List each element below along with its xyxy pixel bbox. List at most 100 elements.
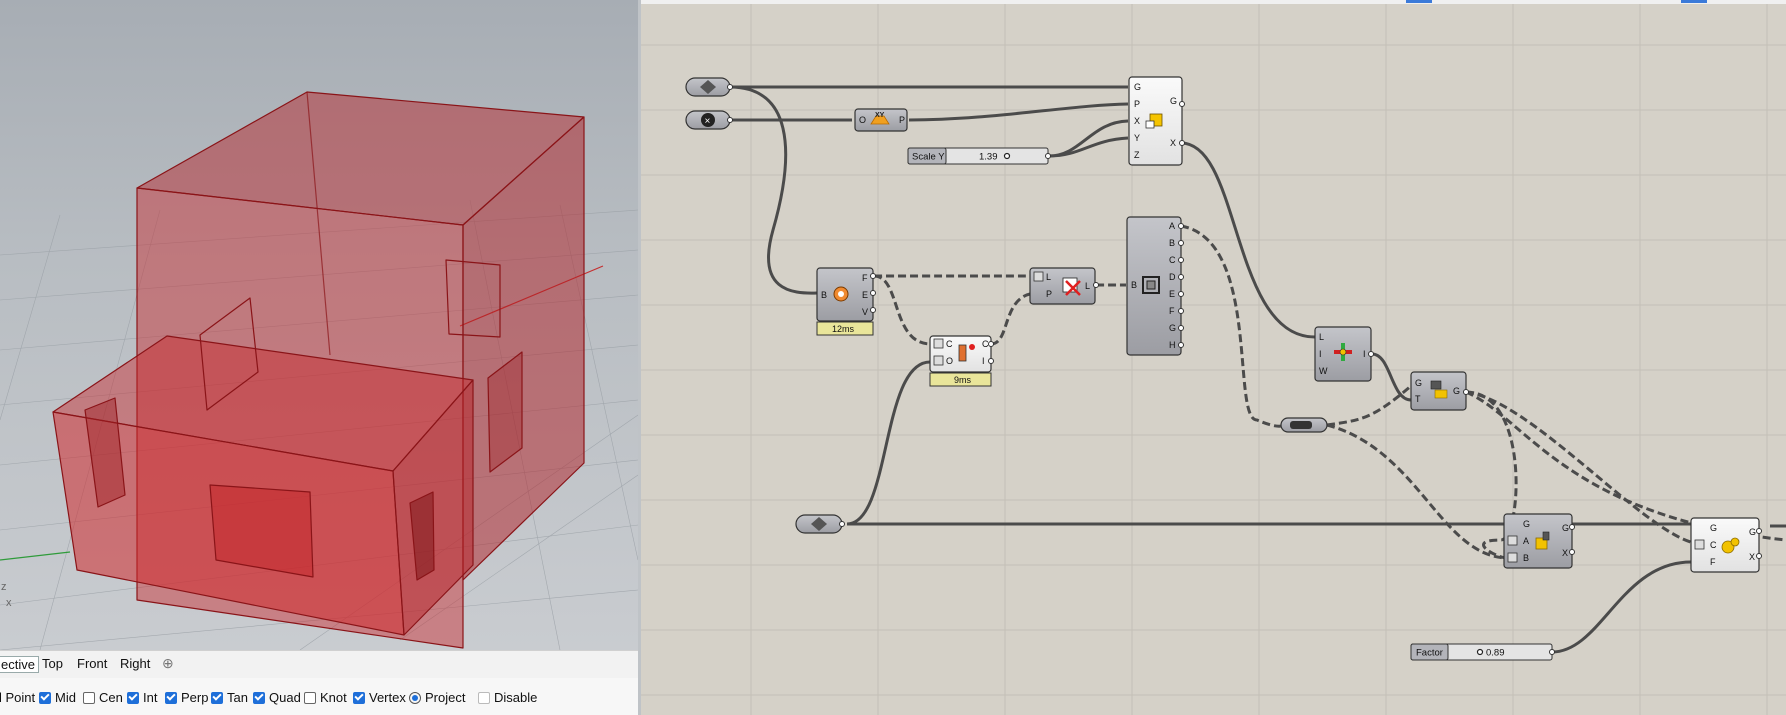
node-move[interactable]: L I W I (1314, 326, 1372, 382)
canvas-scroll-marker (1681, 0, 1707, 3)
svg-text:G: G (1562, 523, 1569, 533)
panel-divider[interactable] (638, 0, 641, 715)
checkbox-icon[interactable] (127, 691, 139, 704)
wires (729, 85, 1786, 654)
param-point-origin[interactable]: × (685, 110, 731, 130)
slider-knob-icon[interactable] (1476, 648, 1484, 656)
node-scale-nu[interactable]: G P X Y Z G X (1128, 76, 1183, 166)
svg-text:I: I (1363, 349, 1366, 359)
canvas-top-edge (641, 0, 1786, 4)
checkbox-icon[interactable] (478, 691, 490, 704)
viewport-scene: z x (0, 91, 638, 650)
snap-quad[interactable]: Quad (253, 690, 301, 705)
tab-right[interactable]: Right (120, 656, 151, 671)
svg-text:X: X (1134, 116, 1140, 126)
svg-text:O: O (859, 115, 866, 125)
flatten-icon (1033, 271, 1044, 282)
svg-text:x: x (6, 597, 12, 609)
svg-text:E: E (862, 290, 868, 300)
svg-text:Y: Y (1134, 133, 1140, 143)
svg-text:9ms: 9ms (954, 375, 972, 385)
tab-perspective[interactable]: ective (0, 656, 39, 673)
radio-icon[interactable] (409, 691, 421, 704)
node-xy-plane[interactable]: O P XY (854, 108, 908, 132)
snap-tan[interactable]: Tan (211, 690, 248, 705)
svg-text:×: × (705, 116, 711, 127)
node-scale[interactable]: G C F G X (1690, 517, 1760, 573)
tab-front[interactable]: Front (77, 656, 108, 671)
extrude-icon (1430, 380, 1448, 399)
param-geometry-bottom[interactable] (795, 514, 843, 534)
snap-vertex[interactable]: Vertex (353, 690, 406, 705)
snap-int[interactable]: Int (127, 690, 157, 705)
plus-icon[interactable]: ⊕ (162, 655, 174, 671)
flatten-icon (1507, 535, 1518, 546)
svg-text:Z: Z (1134, 150, 1140, 160)
svg-text:B: B (821, 290, 827, 300)
param-geometry-top[interactable] (685, 77, 731, 97)
port-markers (727, 84, 1762, 655)
snap-mid[interactable]: Mid (39, 690, 76, 705)
svg-text:X: X (1170, 138, 1176, 148)
snap-knot[interactable]: Knot (304, 690, 347, 705)
svg-text:O: O (946, 356, 953, 366)
svg-text:P: P (1046, 289, 1052, 299)
brep-edges-icon (833, 286, 849, 302)
xy-plane-icon: XY (870, 112, 890, 125)
svg-text:12ms: 12ms (832, 324, 855, 334)
node-deconstruct-brep[interactable]: B A B C D E F G H (1126, 216, 1182, 356)
svg-text:W: W (1319, 366, 1328, 376)
snap-disable[interactable]: Disable (478, 690, 537, 705)
svg-text:L: L (1085, 281, 1090, 291)
checkbox-icon[interactable] (211, 691, 223, 704)
svg-text:L: L (1319, 332, 1324, 342)
snap-cen[interactable]: Cen (83, 690, 123, 705)
node-solid-difference[interactable]: G A B G X (1503, 513, 1573, 569)
svg-text:D: D (1169, 272, 1176, 282)
rhino-viewport[interactable]: z x (0, 0, 638, 650)
tab-top[interactable]: Top (42, 656, 63, 671)
graft-icon (933, 355, 944, 366)
move-icon (1334, 343, 1352, 361)
grasshopper-canvas[interactable]: × O P XY Scale Y 1.39 G P X Y Z (641, 0, 1786, 715)
node-brep-edges[interactable]: B F E V (816, 267, 874, 322)
y-axis-line (0, 551, 71, 561)
flatten-icon (1507, 552, 1518, 563)
checkbox-icon[interactable] (165, 691, 177, 704)
canvas-scroll-marker (1406, 0, 1432, 3)
node-cull-pattern[interactable]: C O C I (929, 335, 992, 373)
timing-badge (929, 372, 992, 387)
svg-text:P: P (1134, 99, 1140, 109)
svg-text:1.39: 1.39 (979, 152, 998, 163)
snap-perp[interactable]: Perp (165, 690, 208, 705)
svg-text:F: F (862, 273, 868, 283)
checkbox-icon[interactable] (353, 691, 365, 704)
svg-text:Factor: Factor (1416, 648, 1443, 659)
relay-node[interactable] (1280, 417, 1328, 433)
axis-gizmo: z x (1, 581, 12, 609)
svg-text:H: H (1169, 340, 1176, 350)
canvas-grid (641, 0, 1786, 715)
slider-scale-y[interactable]: Scale Y 1.39 (907, 147, 1049, 165)
scale-nu-icon (1145, 113, 1163, 129)
checkbox-icon[interactable] (253, 691, 265, 704)
svg-text:V: V (862, 307, 868, 317)
snap-end-point[interactable]: l Point (0, 690, 36, 705)
snap-project[interactable]: Project (409, 690, 465, 705)
checkbox-icon[interactable] (304, 691, 316, 704)
svg-text:I: I (1319, 349, 1322, 359)
checkbox-icon[interactable] (83, 691, 95, 704)
svg-text:B: B (1523, 553, 1529, 563)
svg-text:A: A (1169, 221, 1175, 231)
node-cull-index[interactable]: L P L (1029, 267, 1096, 305)
osnap-bar: l Point Mid Cen Int Perp Tan Quad Knot V… (0, 678, 638, 715)
checkbox-icon[interactable] (39, 691, 51, 704)
slider-knob-icon[interactable] (1003, 152, 1011, 160)
svg-text:L: L (1046, 272, 1051, 282)
node-extrude[interactable]: G T G (1410, 371, 1467, 411)
difference-icon (1535, 531, 1550, 550)
svg-text:G: G (1749, 527, 1756, 537)
viewport-tabs: ective Top Front Right ⊕ (0, 650, 638, 679)
tree-wires (873, 224, 1786, 560)
slider-factor[interactable]: Factor 0.89 (1410, 643, 1553, 661)
